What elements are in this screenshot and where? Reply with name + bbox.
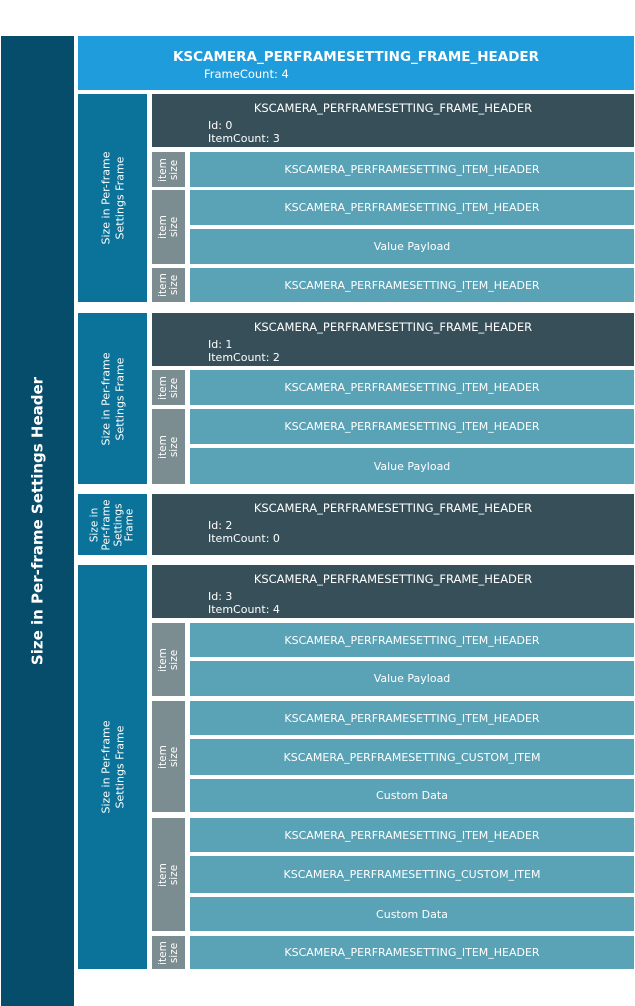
item-size-label-line: size — [167, 216, 180, 238]
item-cell: KSCAMERA_PERFRAMESETTING_CUSTOM_ITEM — [190, 739, 634, 775]
item-cell: KSCAMERA_PERFRAMESETTING_ITEM_HEADER — [190, 701, 634, 735]
item-size-label-line: item — [156, 375, 169, 400]
item-cell: Custom Data — [190, 897, 634, 931]
item-size-label-line: item — [156, 273, 169, 297]
item-cell: Custom Data — [190, 779, 634, 812]
item-size-label-line: item — [156, 157, 169, 182]
frame-header-title: KSCAMERA_PERFRAMESETTING_FRAME_HEADER — [253, 572, 533, 586]
item-cell: KSCAMERA_PERFRAMESETTING_ITEM_HEADER — [190, 268, 634, 302]
item-size-label-line: item — [156, 744, 169, 769]
frame-header-title: KSCAMERA_PERFRAMESETTING_FRAME_HEADER — [253, 101, 533, 115]
frame-header-title: KSCAMERA_PERFRAMESETTING_FRAME_HEADER — [253, 501, 533, 515]
item-size-label-line: item — [156, 215, 169, 239]
item-cell: KSCAMERA_PERFRAMESETTING_ITEM_HEADER — [190, 409, 634, 444]
item-cell: Value Payload — [190, 229, 634, 264]
frame-size-label-line: Settings — [111, 502, 124, 547]
item-cell: KSCAMERA_PERFRAMESETTING_ITEM_HEADER — [190, 152, 634, 187]
item-cell: KSCAMERA_PERFRAMESETTING_ITEM_HEADER — [190, 818, 634, 852]
item-size-label-line: size — [167, 864, 180, 885]
item-cell: Value Payload — [190, 448, 634, 484]
item-size-label-line: size — [167, 274, 180, 296]
item-size-label-line: size — [167, 377, 180, 398]
item-cell: KSCAMERA_PERFRAMESETTING_ITEM_HEADER — [190, 190, 634, 225]
item-size-label-line: item — [156, 647, 169, 672]
frame-id: Id: 1 — [208, 338, 233, 351]
frame-id: Id: 3 — [208, 590, 233, 603]
item-cell: KSCAMERA_PERFRAMESETTING_ITEM_HEADER — [190, 623, 634, 657]
item-size-label-line: size — [167, 942, 180, 963]
frame-id: Id: 0 — [208, 119, 233, 132]
frame-item-count: ItemCount: 3 — [208, 132, 280, 145]
frame-header-title: KSCAMERA_PERFRAMESETTING_FRAME_HEADER — [253, 320, 533, 334]
item-cell: KSCAMERA_PERFRAMESETTING_ITEM_HEADER — [190, 370, 634, 405]
item-cell: KSCAMERA_PERFRAMESETTING_CUSTOM_ITEM — [190, 856, 634, 893]
item-size-label-line: size — [167, 649, 180, 670]
frame-size-label: Size in Per-frame Settings Frame — [98, 720, 126, 814]
frame-size-column: Size in Per-frame Settings Frame — [78, 313, 147, 484]
frame-size-label-line: Size in — [88, 507, 100, 542]
item-size-label-line: size — [167, 159, 180, 180]
item-cell: Value Payload — [190, 661, 634, 696]
frame-id: Id: 2 — [208, 519, 233, 532]
frame-header: KSCAMERA_PERFRAMESETTING_FRAME_HEADER Id:… — [152, 313, 634, 366]
item-size-label-line: size — [167, 746, 180, 767]
top-header-title: KSCAMERA_PERFRAMESETTING_FRAME_HEADER — [172, 49, 540, 65]
frame-size-label: Size in Per-frame Settings Frame — [98, 351, 126, 446]
item-size-label-line: item — [156, 862, 169, 887]
frame-header: KSCAMERA_PERFRAMESETTING_FRAME_HEADER Id:… — [152, 94, 634, 147]
frame-size-column: Size in Per-frame Settings Frame — [78, 565, 147, 969]
item-size-label-line: item — [156, 434, 169, 459]
item-size-label-line: size — [167, 436, 180, 457]
item-size-label-line: item — [156, 940, 169, 965]
item-cell: KSCAMERA_PERFRAMESETTING_ITEM_HEADER — [190, 936, 634, 969]
frame-size-label-line: Frame — [123, 508, 136, 541]
frame-item-count: ItemCount: 0 — [208, 532, 280, 545]
frame-size-label-line: Per-frame — [99, 499, 112, 550]
frame-count: FrameCount: 4 — [204, 67, 289, 81]
frame-item-count: ItemCount: 2 — [208, 351, 280, 364]
frame-header: KSCAMERA_PERFRAMESETTING_FRAME_HEADER Id:… — [152, 494, 634, 555]
frame-header: KSCAMERA_PERFRAMESETTING_FRAME_HEADER Id:… — [152, 565, 634, 618]
top-frame-header: KSCAMERA_PERFRAMESETTING_FRAME_HEADER Fra… — [78, 36, 634, 90]
header-size-label: Size in Per-frame Settings Header — [28, 376, 47, 666]
frame-item-count: ItemCount: 4 — [208, 603, 280, 616]
header-size-column: Size in Per-frame Settings Header — [1, 36, 74, 1006]
frame-size-label: Size in Per-frame Settings Frame — [98, 151, 126, 245]
frame-size-column: Size in Per-frame Settings Frame — [78, 94, 147, 302]
